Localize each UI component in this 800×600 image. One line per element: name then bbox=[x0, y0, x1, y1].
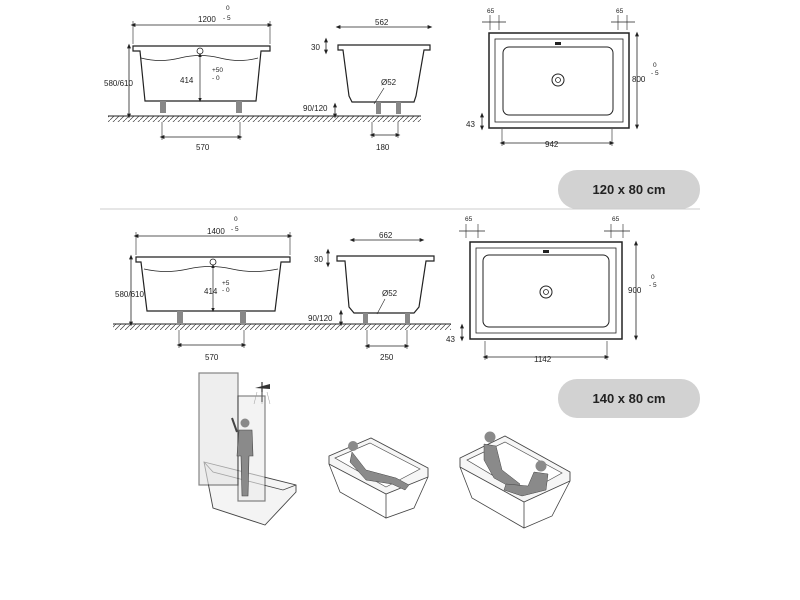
margin-left-label: 65 bbox=[487, 8, 495, 15]
depth-tol-top: +50 bbox=[212, 67, 223, 74]
depth-tol-bottom: - 0 bbox=[212, 75, 220, 82]
top-width-tol-top: 0 bbox=[651, 274, 655, 281]
rim-label: 30 bbox=[314, 255, 323, 264]
drain-label: Ø52 bbox=[382, 289, 398, 298]
feet-spacing-label: 570 bbox=[196, 143, 210, 152]
tub-side-outline bbox=[336, 255, 435, 314]
top-width-label: 900 bbox=[628, 286, 642, 295]
foot bbox=[396, 102, 401, 114]
overflow-icon bbox=[196, 47, 204, 55]
inner-length-label: 942 bbox=[545, 140, 559, 149]
length-label: 1200 bbox=[198, 15, 216, 24]
illustration-tub-reclining bbox=[328, 437, 429, 519]
top-view-140: 65 65 900 0 - 5 1142 43 bbox=[446, 216, 657, 364]
top-width-tol-top: 0 bbox=[653, 62, 657, 69]
margin-right-label: 65 bbox=[612, 216, 620, 223]
foot bbox=[240, 311, 246, 323]
size-label-140: 140 x 80 cm bbox=[592, 391, 665, 406]
size-badge-140: 140 x 80 cm bbox=[558, 379, 700, 418]
side-width-label: 662 bbox=[379, 231, 393, 240]
foot bbox=[236, 101, 242, 113]
shower-head-icon bbox=[255, 384, 270, 389]
tub-top-basin bbox=[502, 46, 614, 116]
length-tol-bottom: - 5 bbox=[223, 15, 231, 22]
tub-top-basin bbox=[482, 254, 610, 328]
tub-front-outline bbox=[132, 45, 271, 102]
foot bbox=[177, 311, 183, 323]
floor-hatch bbox=[113, 324, 451, 330]
length-tol-top: 0 bbox=[226, 5, 230, 12]
length-tol-bottom: - 5 bbox=[231, 226, 239, 233]
height-label: 580/610 bbox=[104, 79, 133, 88]
foot bbox=[405, 313, 410, 324]
side-width-label: 562 bbox=[375, 18, 389, 27]
height-label: 580/610 bbox=[115, 290, 144, 299]
side-view-140: 662 30 Ø52 90/120 250 bbox=[308, 231, 435, 362]
top-width-tol-bottom: - 5 bbox=[649, 282, 657, 289]
depth-tol-top: +5 bbox=[222, 280, 230, 287]
top-width-label: 800 bbox=[632, 75, 646, 84]
front-view-140: 1400 0 - 5 580/610 414 +5 - 0 570 bbox=[113, 216, 451, 362]
side-feet-spacing-label: 180 bbox=[376, 143, 390, 152]
size-label-120: 120 x 80 cm bbox=[592, 182, 665, 197]
rim-label: 30 bbox=[311, 43, 320, 52]
glass-screen bbox=[198, 372, 239, 486]
edge-label: 43 bbox=[446, 335, 455, 344]
margin-right-label: 65 bbox=[616, 8, 624, 15]
length-tol-top: 0 bbox=[234, 216, 238, 223]
water-line bbox=[143, 266, 279, 272]
front-view-120: 1200 0 - 5 580/610 414 +50 - 0 570 bbox=[104, 5, 421, 152]
foot bbox=[376, 102, 381, 114]
depth-label: 414 bbox=[180, 76, 194, 85]
edge-label: 43 bbox=[466, 120, 475, 129]
side-feet-spacing-label: 250 bbox=[380, 353, 394, 362]
section-120: 1200 0 - 5 580/610 414 +50 - 0 570 562 bbox=[104, 5, 700, 209]
person-reclining bbox=[348, 441, 410, 491]
overflow-icon bbox=[209, 258, 217, 266]
tub-side-outline bbox=[337, 44, 431, 103]
inner-length-label: 1142 bbox=[534, 355, 552, 364]
person-standing bbox=[231, 417, 254, 497]
margin-left-label: 65 bbox=[465, 216, 473, 223]
top-width-tol-bottom: - 5 bbox=[651, 70, 659, 77]
illustration-tub-two-people bbox=[459, 431, 571, 529]
drain-height-label: 90/120 bbox=[303, 104, 328, 113]
size-badge-120: 120 x 80 cm bbox=[558, 170, 700, 209]
top-view-120: 65 65 800 0 - 5 942 43 bbox=[466, 8, 659, 149]
person-right bbox=[503, 460, 549, 497]
depth-tol-bottom: - 0 bbox=[222, 287, 230, 294]
floor-hatch bbox=[108, 116, 421, 122]
drain-height-label: 90/120 bbox=[308, 314, 333, 323]
foot bbox=[160, 101, 166, 113]
section-140: 1400 0 - 5 580/610 414 +5 - 0 570 662 30… bbox=[113, 216, 700, 418]
tub-top-outer bbox=[488, 32, 630, 129]
feet-spacing-label: 570 bbox=[205, 353, 219, 362]
foot bbox=[363, 313, 368, 324]
side-view-120: 562 30 Ø52 90/120 180 bbox=[303, 18, 433, 152]
drain-label: Ø52 bbox=[381, 78, 397, 87]
depth-label: 414 bbox=[204, 287, 218, 296]
illustration-shower-screen bbox=[198, 372, 297, 526]
length-label: 1400 bbox=[207, 227, 225, 236]
